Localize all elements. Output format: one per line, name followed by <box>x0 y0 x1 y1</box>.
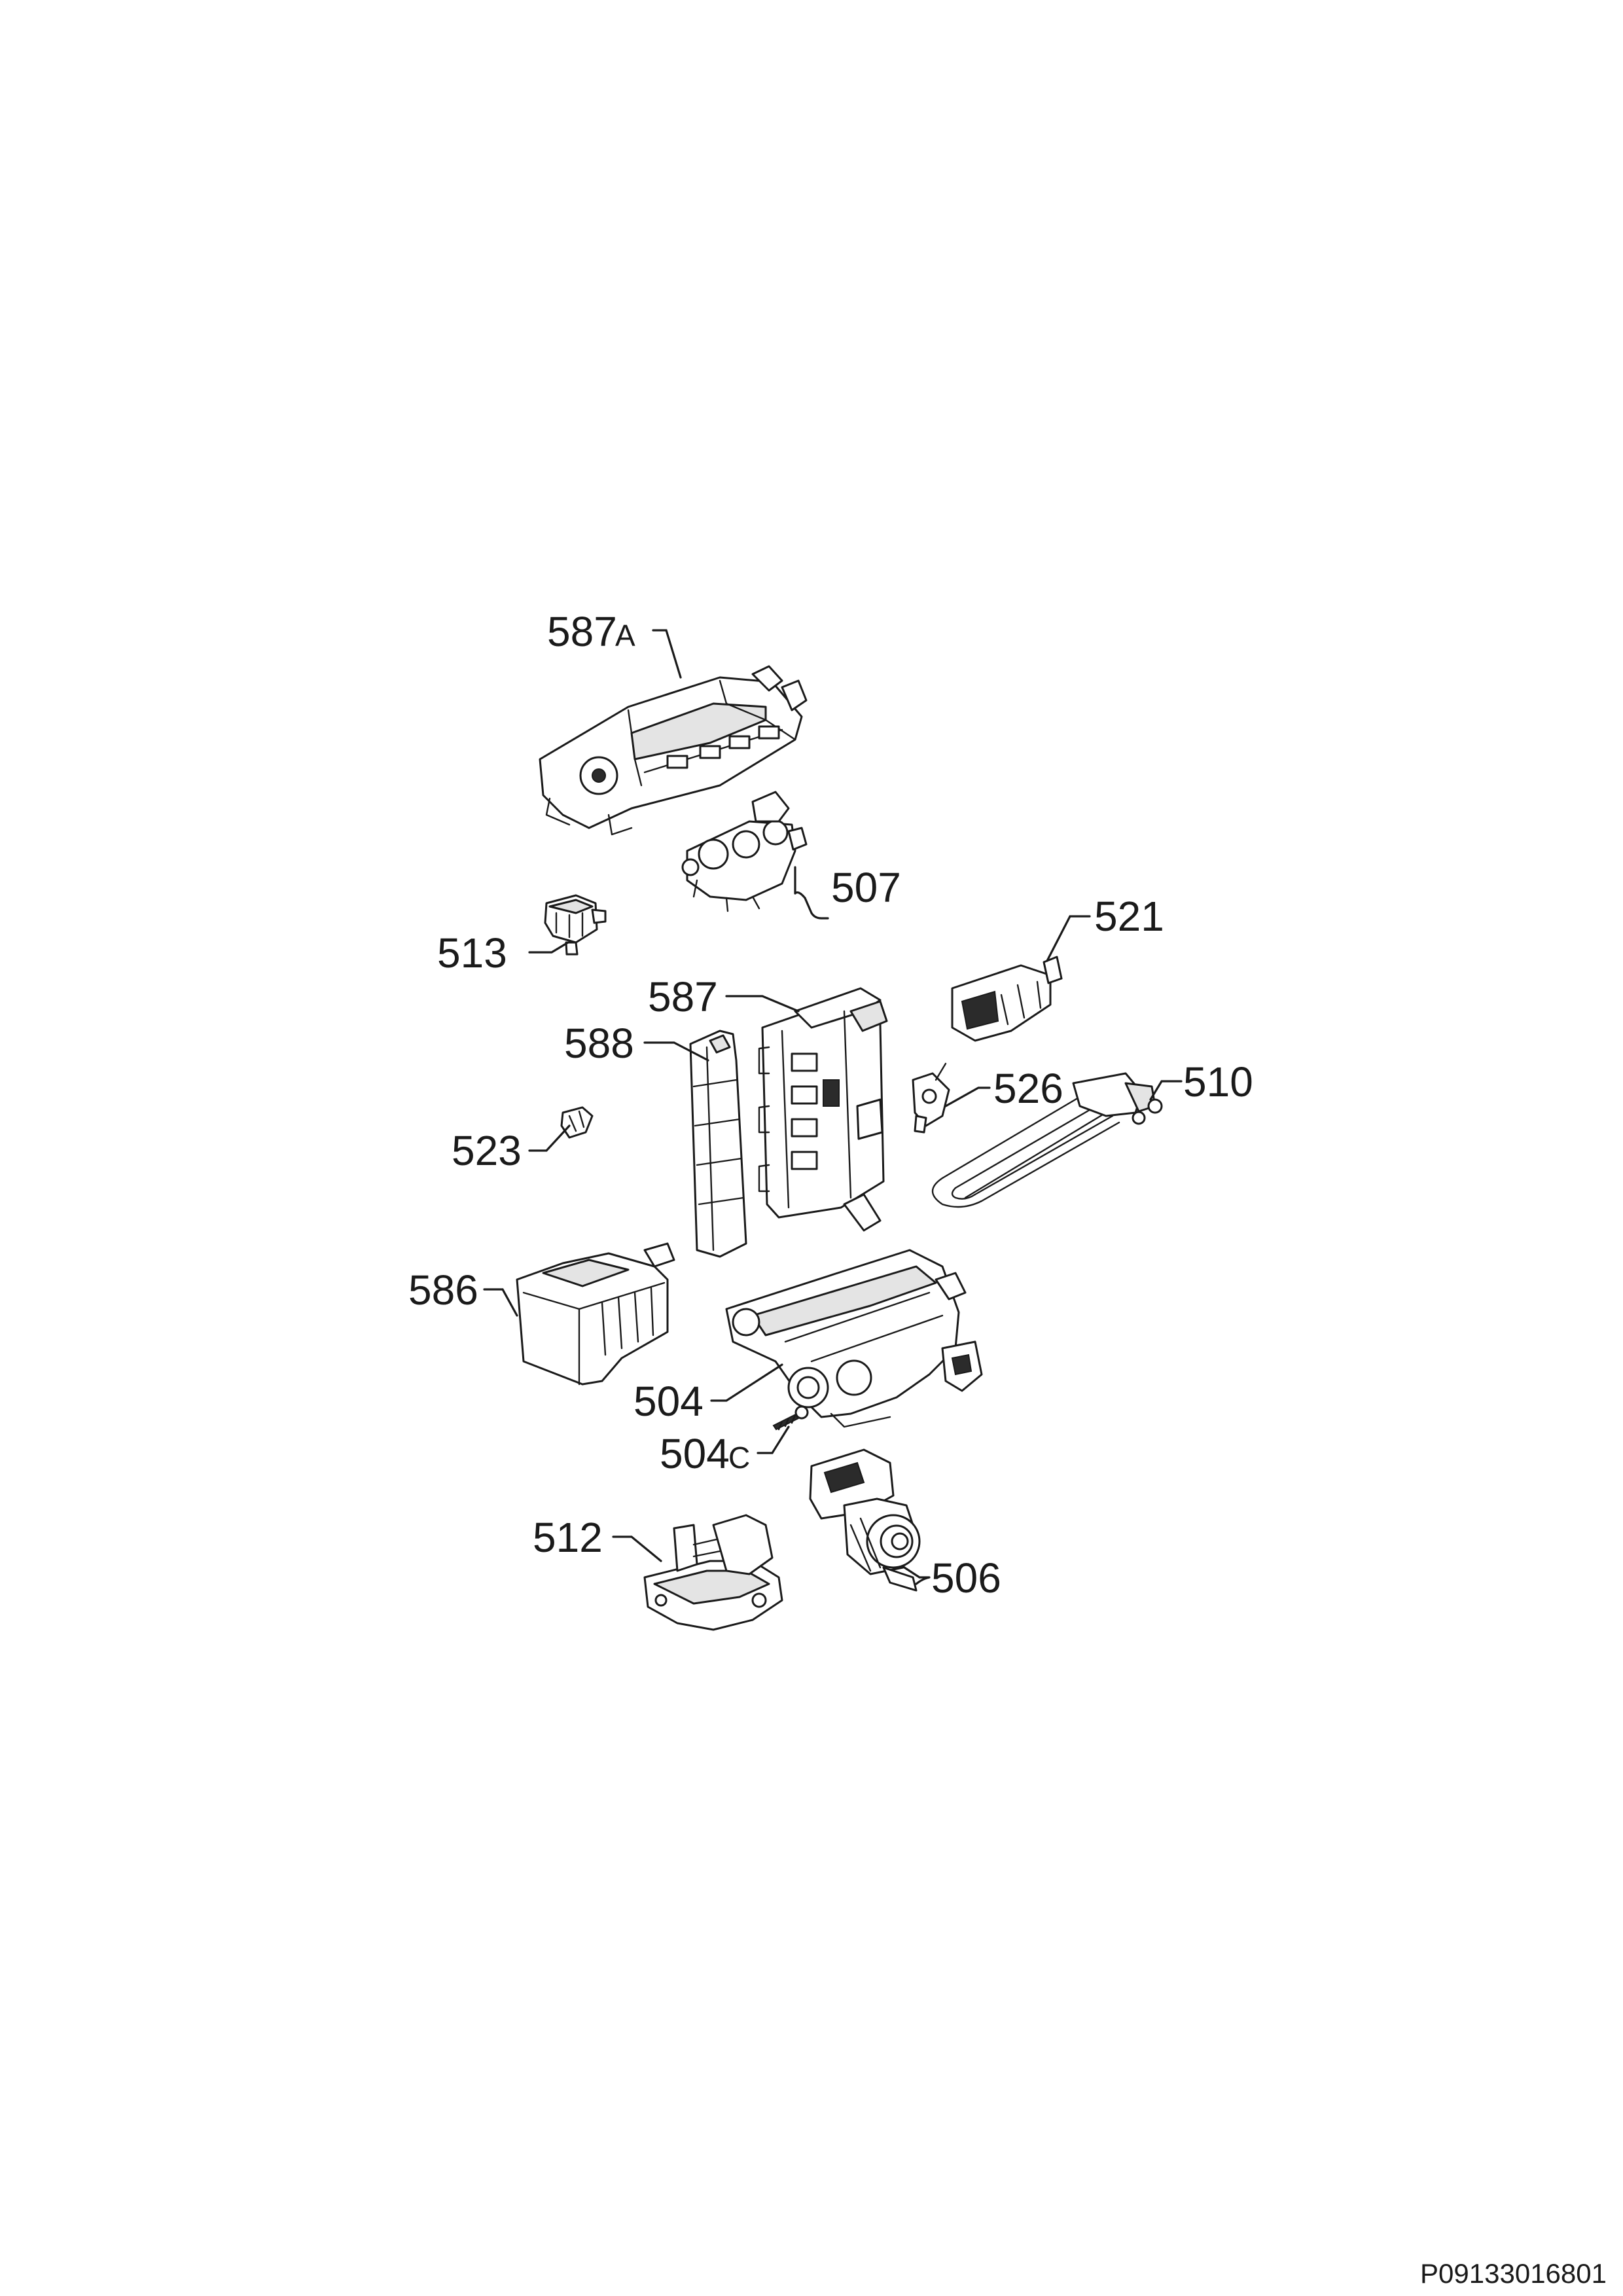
callout-526: 526 <box>993 1065 1063 1112</box>
part-587a-control-board[interactable] <box>539 665 808 836</box>
part-507-inlet-valve[interactable] <box>681 791 808 912</box>
part-506-drain-pump[interactable] <box>809 1448 921 1592</box>
part-521-door-lock[interactable] <box>951 956 1063 1042</box>
document-number: P09133016801 <box>1420 2258 1607 2289</box>
part-512-bracket[interactable] <box>643 1514 783 1631</box>
callout-512: 512 <box>533 1514 603 1561</box>
leader-lines <box>483 629 1183 1585</box>
part-513-pressure-switch[interactable] <box>544 894 607 956</box>
callout-510: 510 <box>1183 1058 1253 1105</box>
callout-521: 521 <box>1094 893 1164 940</box>
callout-523: 523 <box>452 1127 522 1174</box>
part-586-filter-box[interactable] <box>516 1242 675 1386</box>
part-504-motor[interactable] <box>725 1193 983 1428</box>
part-504c-screw[interactable] <box>772 1405 809 1431</box>
callout-506: 506 <box>931 1554 1001 1602</box>
part-526-sensor[interactable] <box>912 1062 950 1134</box>
callout-587: 587 <box>648 973 718 1020</box>
part-523-clip[interactable] <box>560 1106 594 1139</box>
callout-513: 513 <box>437 929 507 977</box>
part-587-main-board[interactable] <box>758 987 888 1219</box>
svg-text:504: 504 <box>660 1430 730 1477</box>
part-588-board-cover[interactable] <box>689 1030 747 1258</box>
callout-586: 586 <box>408 1266 478 1314</box>
svg-text:587: 587 <box>547 608 617 655</box>
callout-507: 507 <box>831 864 901 911</box>
callout-587a: 587 A <box>547 608 635 655</box>
callout-504c: 504 C <box>660 1430 750 1477</box>
svg-text:A: A <box>615 619 635 653</box>
callout-588: 588 <box>564 1020 634 1067</box>
callout-504: 504 <box>633 1378 704 1425</box>
part-510-heating-element[interactable] <box>931 1072 1163 1208</box>
svg-text:C: C <box>728 1441 750 1475</box>
